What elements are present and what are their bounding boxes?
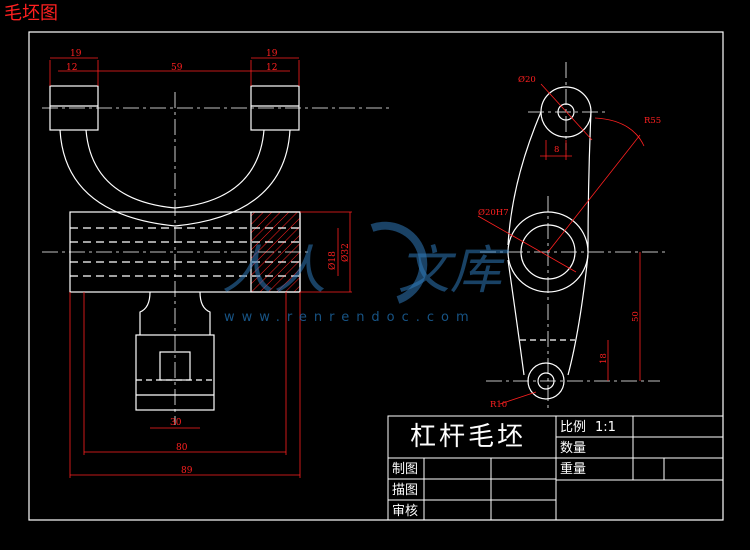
scale-value: 1:1 (595, 420, 616, 435)
weight-label: 重量 (560, 462, 587, 477)
lower-arm-right (567, 254, 589, 376)
dim-rad-55: R55 (644, 116, 661, 126)
watermark-cjk-right: 文库 (398, 241, 503, 301)
title-block-grid (387, 415, 724, 521)
watermark-url: www.renrendoc.com (224, 310, 476, 325)
dim-dia-32: Ø32 (340, 243, 351, 262)
side-dim-text: Ø20 R55 8 Ø20H7 50 18 R10 (478, 74, 661, 410)
dim-bottom-89: 89 (181, 466, 193, 476)
fork-outer-arc (59, 129, 291, 227)
lower-arm-left (507, 259, 525, 376)
dim-8: 8 (554, 145, 559, 155)
side-view (480, 62, 665, 410)
front-view (42, 85, 390, 425)
watermark-cjk-left: 人人 (222, 241, 327, 301)
dim-bottom-30: 30 (170, 418, 182, 428)
dim-dia-18: Ø18 (327, 251, 338, 270)
drawing-name: 杠杆毛坯 (410, 422, 527, 452)
dim-bottom-80: 80 (176, 443, 188, 453)
dim-50: 50 (631, 311, 641, 322)
upper-arm-right (587, 111, 592, 253)
front-dim-text: 19 12 59 19 12 Ø18 Ø32 30 80 89 (66, 49, 351, 476)
dim-top-span-59: 59 (171, 63, 183, 73)
dim-top-left-12: 12 (66, 63, 77, 73)
dim-dia-20: Ø20 (518, 74, 536, 85)
upper-arm-left (507, 111, 542, 246)
front-dimensions (49, 57, 352, 478)
quantity-label: 数量 (560, 441, 587, 456)
sheet-border (28, 31, 724, 521)
dim-bore-20h7: Ø20H7 (478, 207, 509, 218)
scale-label: 比例 (560, 420, 587, 435)
checked-label: 审核 (392, 504, 419, 519)
drawn-label: 制图 (392, 462, 419, 477)
dim-top-right-19: 19 (266, 49, 278, 59)
dim-18: 18 (599, 353, 609, 364)
dim-top-right-12: 12 (266, 63, 277, 73)
side-dimensions (477, 83, 645, 405)
traced-label: 描图 (392, 483, 419, 498)
dim-top-left-19: 19 (70, 49, 82, 59)
dim-rad-10: R10 (490, 400, 507, 410)
page-title: 毛坯图 (4, 3, 58, 24)
stem (139, 291, 211, 335)
